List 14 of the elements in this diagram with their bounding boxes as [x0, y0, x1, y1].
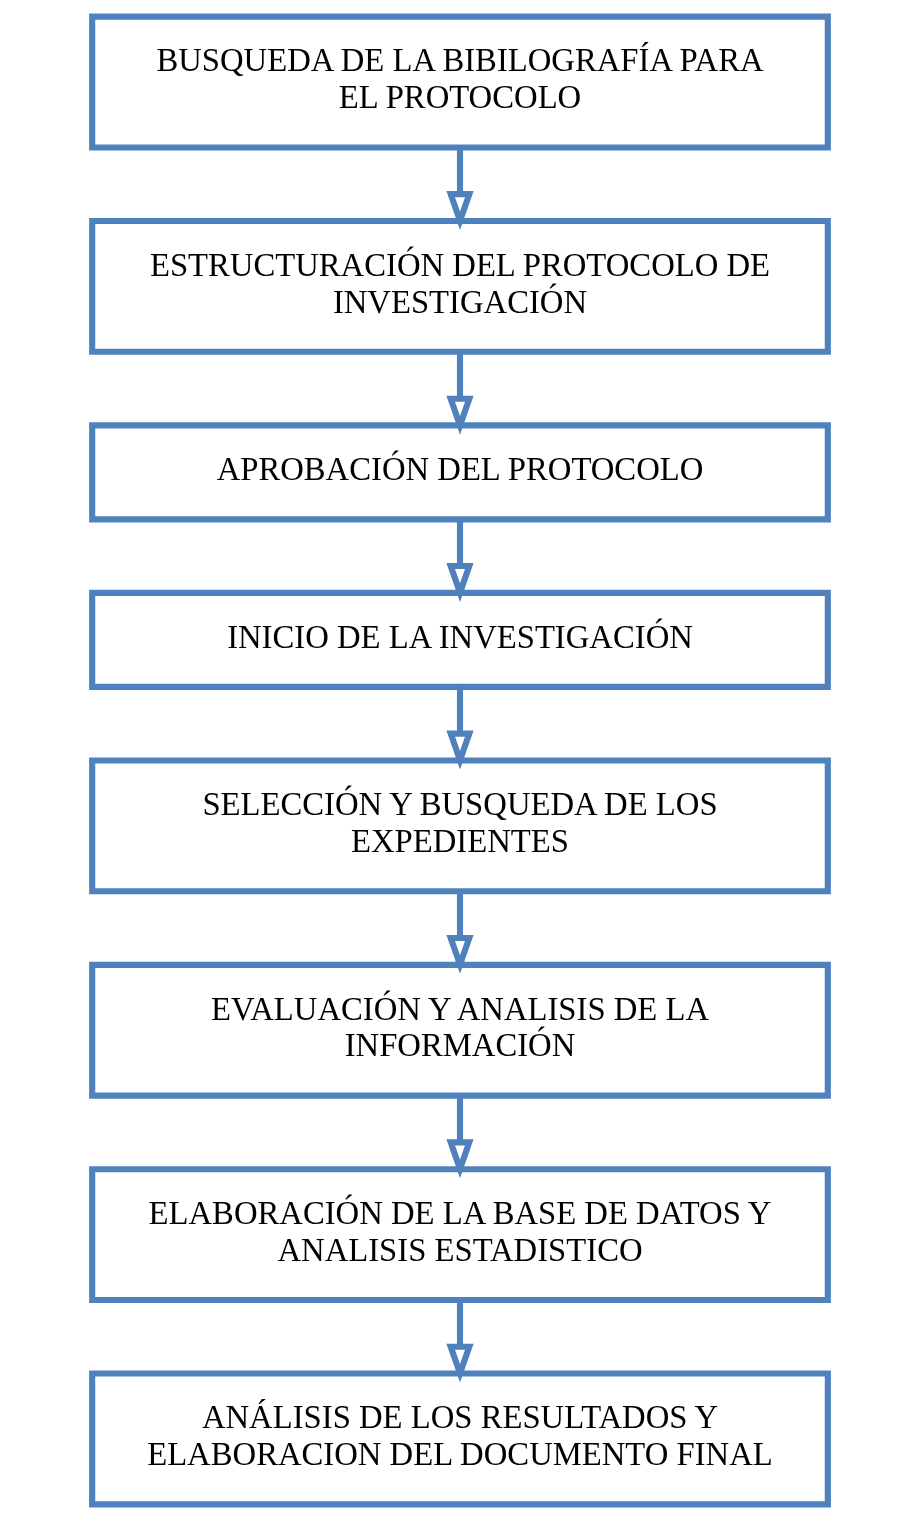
node-box: APROBACIÓN DEL PROTOCOLO	[89, 422, 831, 523]
arrow	[446, 519, 474, 602]
node-box: EVALUACIÓN Y ANALISIS DE LA INFORMACIÓN	[89, 961, 831, 1099]
arrow	[446, 1300, 474, 1383]
node-box: SELECCIÓN Y BUSQUEDA DE LOS EXPEDIENTES	[89, 757, 831, 895]
arrow	[446, 147, 474, 230]
arrow	[446, 352, 474, 435]
node-box: ESTRUCTURACIÓN DEL PROTOCOLO DE INVESTIGACIÓN	[89, 217, 831, 355]
arrow	[446, 1095, 474, 1179]
node-box: INICIO DE LA INVESTIGACIÓN	[89, 589, 831, 690]
node-box: ANÁLISIS DE LOS RESULTADOS Y ELABORACION DEL DOCUMENTO FINAL	[89, 1370, 831, 1508]
node-box: BUSQUEDA DE LA BIBILOGRAFÍA PARA EL PROTOCOLO	[89, 13, 831, 151]
arrow	[446, 891, 474, 974]
node-box: ELABORACIÓN DE LA BASE DE DATOS Y ANALISIS ESTADISTICO	[89, 1166, 831, 1304]
